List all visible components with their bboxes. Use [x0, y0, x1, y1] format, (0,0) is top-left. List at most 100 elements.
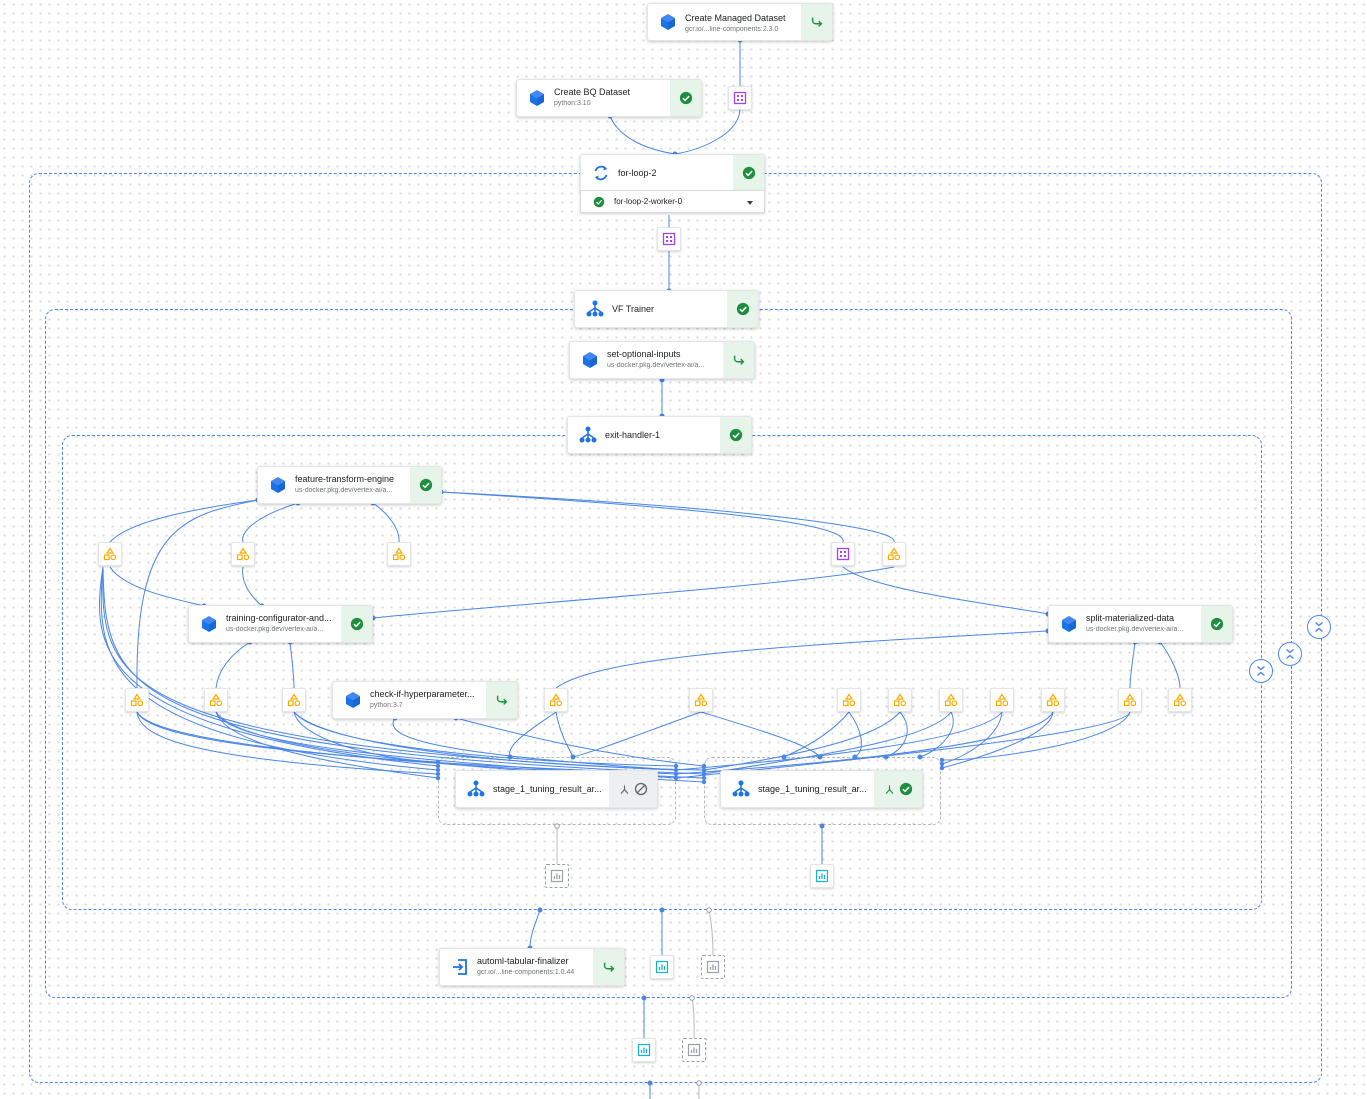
check-circle-icon	[350, 617, 363, 631]
metrics-icon[interactable]	[701, 955, 725, 979]
dataset-artifact-icon[interactable]	[888, 688, 912, 712]
node-training-configurator[interactable]: training-configurator-and... us-docker.p…	[188, 605, 373, 643]
dataset-artifact-icon[interactable]	[1041, 688, 1065, 712]
succeeded-status	[410, 467, 441, 503]
node-subtitle: us-docker.pkg.dev/vertex-ai/a...	[295, 487, 393, 494]
collapse-all-icon[interactable]	[1249, 659, 1273, 683]
metrics-icon[interactable]	[682, 1038, 706, 1062]
check-circle-icon	[899, 782, 912, 796]
succeeded-status	[733, 155, 764, 191]
succeeded-status	[720, 417, 751, 453]
node-title: training-configurator-and...	[226, 613, 332, 623]
check-circle-icon	[736, 302, 749, 316]
cube-icon	[199, 614, 219, 634]
cube-icon	[268, 475, 288, 495]
cached-icon	[603, 962, 614, 972]
dataset-artifact-icon[interactable]	[282, 688, 306, 712]
node-exit-handler-1[interactable]: exit-handler-1	[567, 416, 752, 454]
node-automl-tabular-finalizer[interactable]: automl-tabular-finalizer gcr.io/...line-…	[439, 948, 625, 986]
dag-icon	[585, 299, 605, 319]
dag-icon	[731, 779, 751, 799]
dataset-artifact-icon[interactable]	[689, 688, 713, 712]
cached-icon	[496, 695, 507, 705]
node-title: check-if-hyperparameter...	[370, 689, 475, 699]
check-circle-icon	[729, 428, 742, 442]
node-check-if-hyperparameter[interactable]: check-if-hyperparameter... python:3.7	[332, 681, 518, 719]
cached-status	[593, 949, 624, 985]
node-stage-1-tuning-result-b[interactable]: stage_1_tuning_result_ar...	[720, 770, 923, 808]
node-stage-1-tuning-result-a[interactable]: stage_1_tuning_result_ar...	[455, 770, 658, 808]
cube-icon	[1059, 614, 1079, 634]
dropdown-caret-icon[interactable]	[747, 201, 753, 205]
check-circle-icon	[419, 478, 432, 492]
exit-icon	[450, 957, 470, 977]
metrics-icon[interactable]	[810, 864, 834, 888]
condition-icon	[885, 784, 893, 794]
cube-icon	[580, 350, 600, 370]
cached-icon	[811, 17, 822, 27]
node-title: split-materialized-data	[1086, 613, 1175, 623]
check-circle-icon	[1210, 617, 1223, 631]
skipped-status	[609, 771, 657, 807]
node-feature-transform-engine[interactable]: feature-transform-engine us-docker.pkg.d…	[257, 466, 442, 504]
system-artifact-icon[interactable]	[831, 542, 855, 566]
node-title: VF Trainer	[612, 304, 655, 314]
metrics-icon[interactable]	[632, 1038, 656, 1062]
collapse-all-icon[interactable]	[1307, 615, 1331, 639]
cube-icon	[658, 12, 678, 32]
dataset-artifact-icon[interactable]	[231, 542, 255, 566]
iteration-label: for-loop-2-worker-0	[614, 197, 683, 206]
dataset-artifact-icon[interactable]	[990, 688, 1014, 712]
dataset-artifact-icon[interactable]	[387, 542, 411, 566]
dataset-artifact-icon[interactable]	[882, 542, 906, 566]
dataset-artifact-icon[interactable]	[939, 688, 963, 712]
succeeded-status	[670, 80, 701, 116]
node-title: Create BQ Dataset	[554, 87, 631, 97]
cached-status	[723, 342, 754, 378]
node-set-optional-inputs[interactable]: set-optional-inputs us-docker.pkg.dev/ve…	[569, 341, 755, 379]
dataset-artifact-icon[interactable]	[544, 688, 568, 712]
iteration-select[interactable]: for-loop-2-worker-0	[580, 190, 765, 213]
dataset-artifact-icon[interactable]	[1168, 688, 1192, 712]
node-for-loop-2[interactable]: for-loop-2	[580, 154, 765, 192]
loop-icon	[591, 163, 611, 183]
check-circle-icon	[679, 91, 692, 105]
dataset-artifact-icon[interactable]	[837, 688, 861, 712]
node-split-materialized-data[interactable]: split-materialized-data us-docker.pkg.de…	[1048, 605, 1233, 643]
condition-icon	[620, 784, 628, 794]
not-run-icon	[634, 782, 647, 796]
node-title: stage_1_tuning_result_ar...	[758, 784, 867, 794]
succeeded-status	[341, 606, 372, 642]
node-subtitle: gcr.io/...line-components:1.0.44	[477, 969, 575, 976]
collapse-all-icon[interactable]	[1278, 642, 1302, 666]
dataset-artifact-icon[interactable]	[125, 688, 149, 712]
metrics-icon[interactable]	[545, 864, 569, 888]
dag-icon	[578, 425, 598, 445]
succeeded-status	[727, 291, 758, 327]
node-title: exit-handler-1	[605, 430, 661, 440]
cached-status	[801, 4, 832, 40]
node-create-managed-dataset[interactable]: Create Managed Dataset gcr.io/...line-co…	[647, 3, 833, 41]
node-title: feature-transform-engine	[295, 474, 395, 484]
node-title: set-optional-inputs	[607, 349, 681, 359]
system-artifact-icon[interactable]	[657, 227, 681, 251]
node-vf-trainer[interactable]: VF Trainer	[574, 290, 759, 328]
node-title: for-loop-2	[618, 168, 657, 178]
node-subtitle: us-docker.pkg.dev/vertex-ai/a...	[226, 626, 324, 633]
metrics-icon[interactable]	[650, 955, 674, 979]
dataset-artifact-icon[interactable]	[1118, 688, 1142, 712]
system-artifact-icon[interactable]	[728, 86, 752, 110]
dag-icon	[466, 779, 486, 799]
node-title: automl-tabular-finalizer	[477, 956, 569, 966]
node-subtitle: us-docker.pkg.dev/vertex-ai/a...	[607, 362, 705, 369]
node-title: stage_1_tuning_result_ar...	[493, 784, 602, 794]
check-circle-icon	[742, 166, 755, 180]
node-subtitle: python:3.7	[370, 702, 403, 709]
node-create-bq-dataset[interactable]: Create BQ Dataset python:3.10	[516, 79, 702, 117]
succeeded-status	[874, 771, 922, 807]
cube-icon	[527, 88, 547, 108]
node-title: Create Managed Dataset	[685, 13, 786, 23]
dataset-artifact-icon[interactable]	[98, 542, 122, 566]
dataset-artifact-icon[interactable]	[204, 688, 228, 712]
